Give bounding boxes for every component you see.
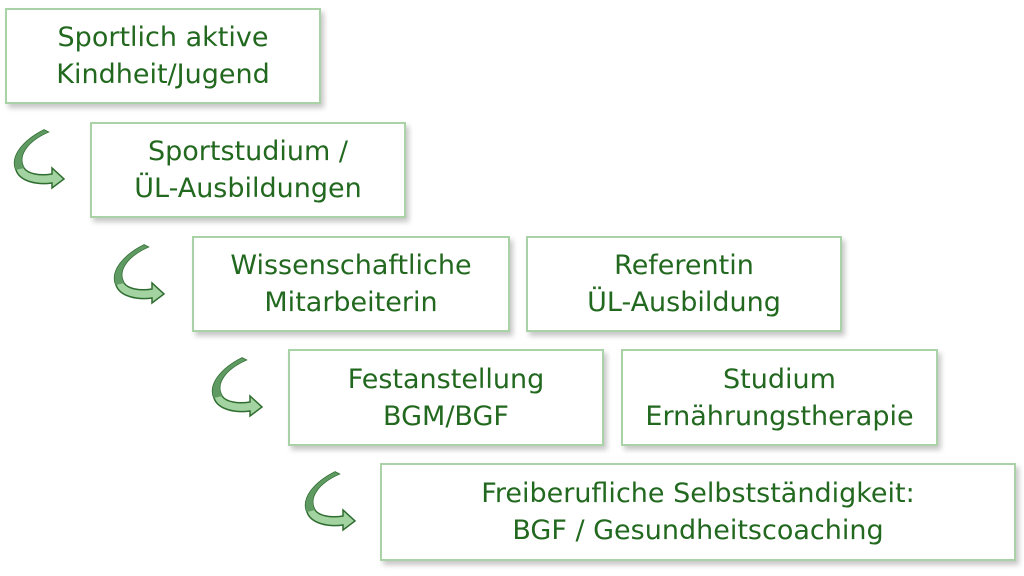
- step-line: Festanstellung: [347, 363, 545, 395]
- step-line: BGM/BGF: [383, 400, 509, 432]
- step-line: ÜL-Ausbildungen: [134, 173, 362, 204]
- step-freelance: Freiberufliche Selbstständigkeit: BGF / G…: [380, 463, 1016, 561]
- curved-arrow-icon: [13, 129, 66, 190]
- step-line: ÜL-Ausbildung: [587, 287, 781, 318]
- step-line: Sportstudium /: [148, 136, 348, 167]
- step-line: Mitarbeiterin: [264, 287, 438, 318]
- curved-arrow-icon: [304, 471, 357, 532]
- step-line: Ernährungstherapie: [645, 400, 914, 432]
- curved-arrow-icon: [211, 357, 264, 418]
- step-line: Referentin: [614, 250, 754, 281]
- step-line: Freiberufliche Selbstständigkeit:: [481, 478, 915, 509]
- step-sport-studies: Sportstudium / ÜL-Ausbildungen: [90, 122, 406, 218]
- step-line: BGF / Gesundheitscoaching: [512, 515, 884, 546]
- step-line: Wissenschaftliche: [230, 250, 472, 281]
- step-line: Kindheit/Jugend: [56, 59, 270, 90]
- step-line: Sportlich aktive: [57, 22, 269, 53]
- step-line: Studium: [723, 363, 836, 395]
- curved-arrow-icon: [113, 244, 166, 305]
